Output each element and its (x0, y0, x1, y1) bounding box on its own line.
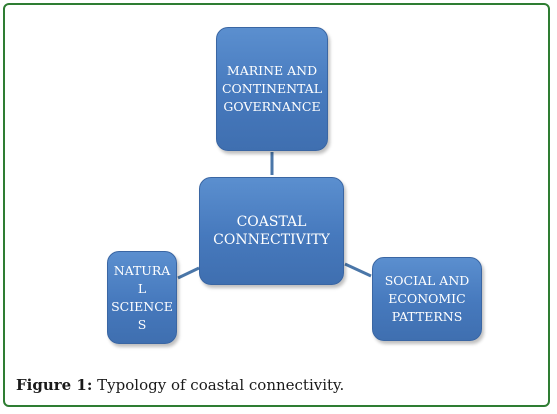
node-natural-sciences: NATURA L SCIENCE S (107, 251, 177, 344)
node-coastal-connectivity: COASTAL CONNECTIVITY (199, 177, 344, 285)
node-social-economic: SOCIAL AND ECONOMIC PATTERNS (372, 257, 482, 341)
figure-caption: Figure 1: Typology of coastal connectivi… (16, 376, 344, 394)
node-marine-governance-label: MARINE AND CONTINENTAL GOVERNANCE (221, 63, 322, 114)
node-social-economic-label: SOCIAL AND ECONOMIC PATTERNS (384, 273, 470, 324)
node-marine-governance: MARINE AND CONTINENTAL GOVERNANCE (216, 27, 328, 151)
figure-caption-label: Figure 1: (16, 376, 93, 394)
connector-right (344, 262, 372, 278)
node-natural-sciences-label: NATURA L SCIENCE S (111, 262, 173, 332)
node-coastal-connectivity-label: COASTAL CONNECTIVITY (213, 214, 330, 248)
connector-left (177, 266, 200, 280)
figure-caption-text: Typology of coastal connectivity. (92, 376, 345, 394)
